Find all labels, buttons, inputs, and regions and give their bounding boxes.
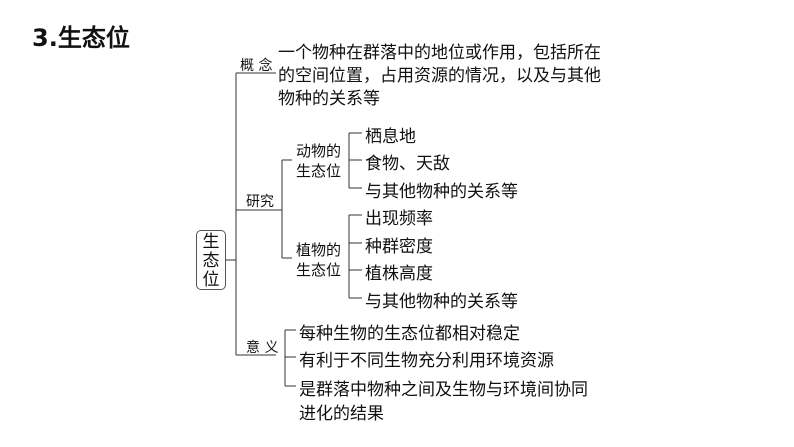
- animal-item: 与其他物种的关系等: [365, 182, 518, 202]
- plant-item: 种群密度: [365, 237, 433, 257]
- animal-item: 食物、天敌: [365, 154, 450, 174]
- root-node: 生 态 位: [196, 230, 226, 290]
- concept-label: 概 念: [240, 58, 273, 74]
- plant-item: 出现频率: [365, 209, 433, 229]
- concept-text: 一个物种在群落中的地位或作用，包括所在 的空间位置，占用资源的情况，以及与其他 …: [278, 43, 601, 109]
- meaning-item: 有利于不同生物充分利用环境资源: [299, 351, 554, 371]
- meaning-label: 意 义: [246, 340, 279, 356]
- plant-item: 与其他物种的关系等: [365, 292, 518, 312]
- plant-item: 植株高度: [365, 264, 433, 284]
- meaning-item-continuation: 进化的结果: [299, 404, 384, 424]
- animal-item: 栖息地: [365, 127, 416, 147]
- meaning-item: 是群落中物种之间及生物与环境间协同: [299, 380, 588, 400]
- plant-label: 植物的 生态位: [296, 241, 342, 279]
- research-label: 研究: [246, 194, 274, 210]
- page-title: 3.生态位: [32, 24, 130, 52]
- animal-label: 动物的 生态位: [296, 142, 342, 180]
- meaning-item: 每种生物的生态位都相对稳定: [299, 324, 520, 344]
